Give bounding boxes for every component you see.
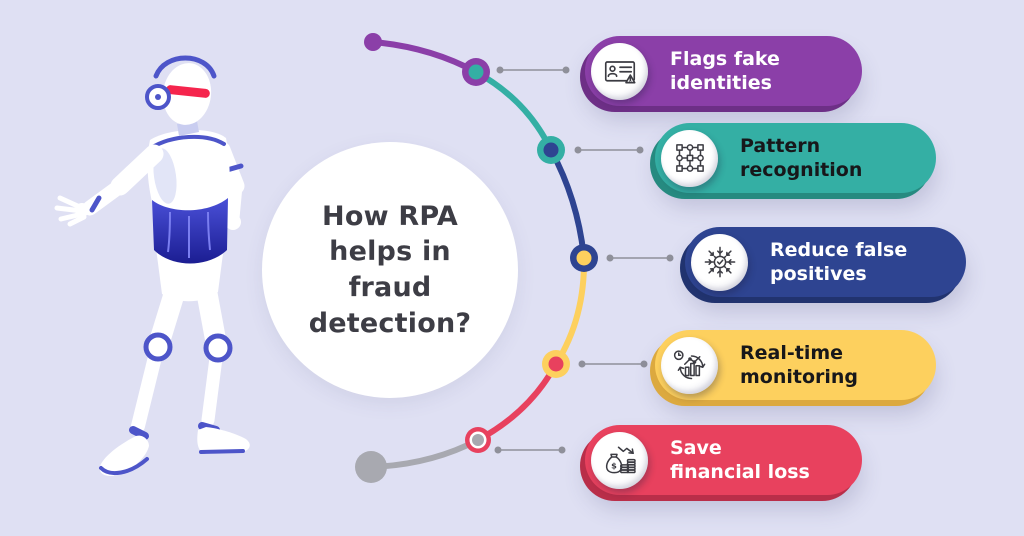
- robot-wrist-band: [89, 195, 102, 213]
- timeline-node-1: [462, 58, 490, 86]
- benefit-pill-real-time-monitoring[interactable]: Real-time monitoring: [655, 330, 936, 400]
- connector-5: [494, 446, 566, 454]
- robot-arm-extended: [54, 144, 164, 227]
- pill-label: Save financial loss: [670, 436, 810, 483]
- pill-label: Real-time monitoring: [740, 341, 859, 388]
- pill-label: Reduce false positives: [770, 238, 908, 285]
- curve-start-dot: [364, 33, 382, 51]
- gear-check-arrows-icon: [691, 233, 748, 291]
- title-circle: How RPA helps in fraud detection?: [262, 142, 518, 398]
- curve-segment-teal: [473, 69, 554, 153]
- robot-illustration: [54, 55, 250, 476]
- curve-segment-yellow: [553, 255, 588, 367]
- robot-torso: [147, 129, 230, 264]
- curve-segment-purple: [370, 39, 479, 75]
- connectors: [494, 66, 674, 454]
- curve-segment-blue: [548, 147, 587, 261]
- robot-visor: [166, 85, 210, 98]
- timeline-node-3: [570, 244, 598, 272]
- robot-head: [145, 55, 217, 125]
- svg-text:$: $: [611, 460, 617, 470]
- robot-headband: [153, 55, 217, 79]
- curve-end-dot: [355, 451, 387, 483]
- timeline-node-2: [537, 136, 565, 164]
- timeline-node-4: [542, 350, 570, 378]
- pill-label: Pattern recognition: [740, 134, 863, 181]
- curve-segment-gray: [368, 437, 481, 470]
- benefit-pill-pattern-recognition[interactable]: Pattern recognition: [655, 123, 936, 193]
- pattern-grid-icon: [661, 129, 718, 187]
- chart-refresh-clock-icon: [661, 336, 718, 394]
- timeline-node-5: [465, 427, 491, 453]
- pill-label: Flags fake identities: [670, 47, 780, 94]
- page-title: How RPA helps in fraud detection?: [308, 200, 472, 339]
- connector-4: [578, 360, 648, 368]
- robot-legs: [99, 277, 250, 476]
- curve-segment-red: [475, 361, 559, 443]
- connector-3: [606, 254, 674, 262]
- benefit-pill-reduce-false-positives[interactable]: Reduce false positives: [685, 227, 966, 297]
- timeline-nodes: [462, 58, 598, 453]
- connector-2: [574, 146, 644, 154]
- benefit-pill-save-financial-loss[interactable]: $ Save financial loss: [585, 425, 862, 495]
- benefit-pill-flags-fake-identities[interactable]: Flags fake identities: [585, 36, 862, 106]
- robot-knee-joint: [203, 333, 233, 363]
- robot-knee-joint: [143, 332, 173, 362]
- connector-1: [496, 66, 570, 74]
- money-loss-icon: $: [591, 431, 648, 489]
- id-card-warning-icon: [591, 42, 648, 100]
